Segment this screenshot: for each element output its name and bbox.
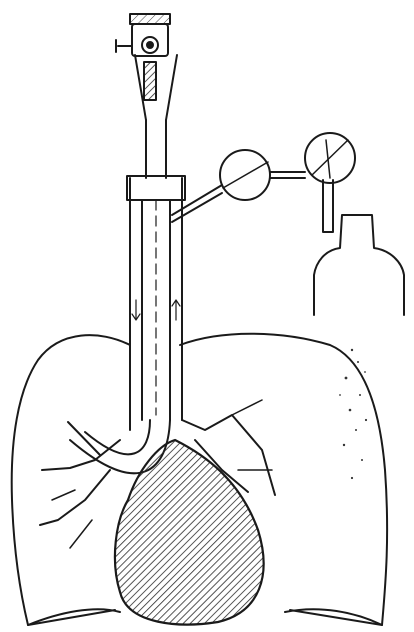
hatched-mass [115, 440, 264, 624]
bronchoscope-collar [127, 176, 185, 200]
scope-cap [130, 14, 170, 24]
scope-thumbscrew [116, 40, 132, 52]
left-bronchus [40, 422, 120, 525]
collection-bottle [314, 215, 404, 315]
speckle-texture [339, 349, 367, 479]
bulb-connector [270, 172, 305, 178]
scope-eyepiece [132, 24, 168, 56]
scope-window [144, 62, 156, 100]
bottle-tube [323, 180, 333, 232]
scope-shaft [146, 120, 166, 178]
side-tube [172, 185, 222, 222]
